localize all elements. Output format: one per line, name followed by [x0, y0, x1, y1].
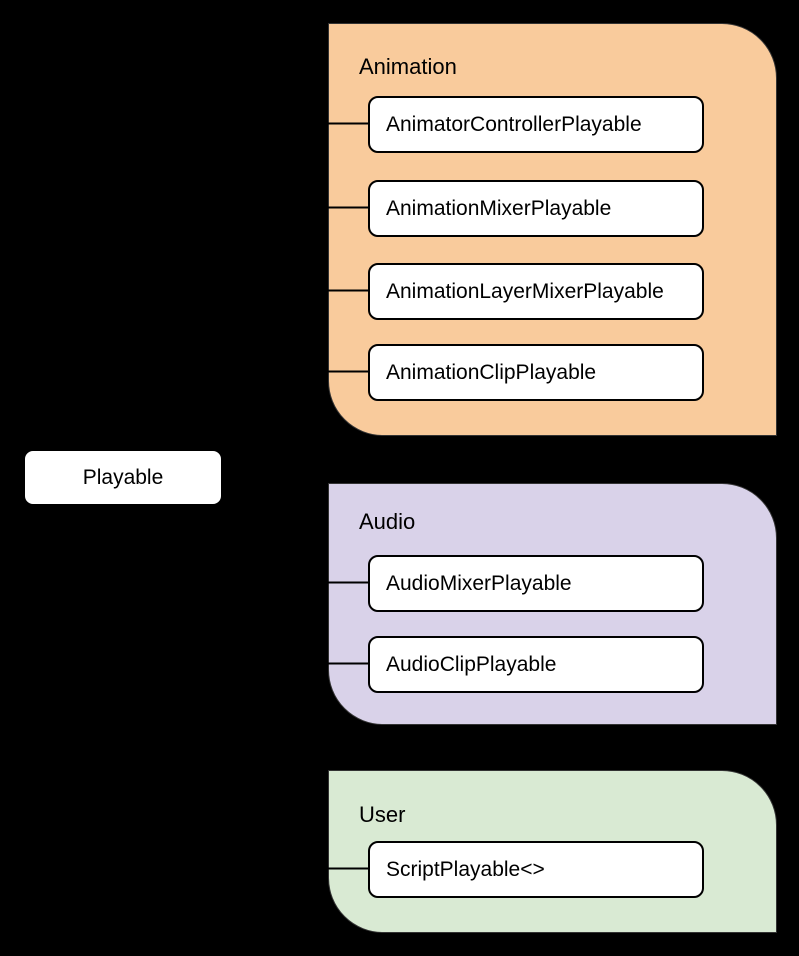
group-audio-label: Audio	[359, 509, 416, 534]
node-animation-layer-mixer-playable: AnimationLayerMixerPlayable	[368, 263, 704, 320]
group-animation: Animation AnimatorControllerPlayable Ani…	[328, 23, 777, 436]
node-audio-clip-playable: AudioClipPlayable	[368, 636, 704, 693]
group-audio: Audio AudioMixerPlayable AudioClipPlayab…	[328, 483, 777, 725]
node-label: ScriptPlayable<>	[386, 857, 545, 881]
node-label: AnimationLayerMixerPlayable	[386, 279, 664, 303]
node-label: AudioClipPlayable	[386, 652, 557, 676]
node-label: Playable	[82, 465, 164, 489]
node-label: AnimationMixerPlayable	[386, 196, 612, 220]
node-animator-controller-playable: AnimatorControllerPlayable	[368, 96, 704, 153]
group-user: User ScriptPlayable<>	[328, 770, 777, 933]
node-animation-clip-playable: AnimationClipPlayable	[368, 344, 704, 401]
group-user-label: User	[359, 802, 406, 827]
group-animation-label: Animation	[359, 54, 457, 79]
node-audio-mixer-playable: AudioMixerPlayable	[368, 555, 704, 612]
node-script-playable: ScriptPlayable<>	[368, 841, 704, 898]
node-label: AudioMixerPlayable	[386, 571, 572, 595]
node-playable-root: Playable	[23, 449, 223, 506]
node-label: AnimatorControllerPlayable	[386, 112, 642, 136]
node-animation-mixer-playable: AnimationMixerPlayable	[368, 180, 704, 237]
node-label: AnimationClipPlayable	[386, 360, 597, 384]
